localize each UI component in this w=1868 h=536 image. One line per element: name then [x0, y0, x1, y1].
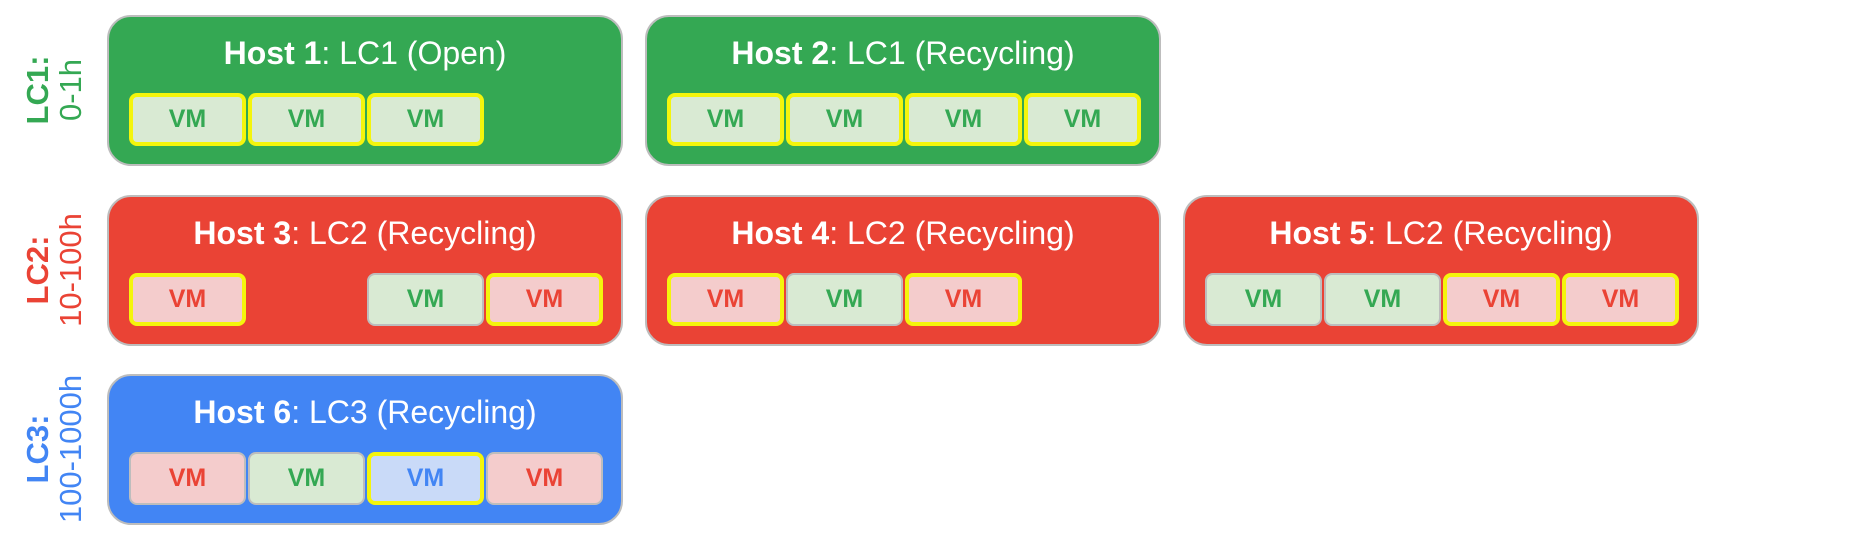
vm-green: VM [1324, 273, 1441, 326]
vm-green: VM [248, 93, 365, 146]
vm-green: VM [1024, 93, 1141, 146]
vm-red: VM [1562, 273, 1679, 326]
host-title: Host 1: LC1 (Open) [109, 35, 621, 72]
host-lifecycle-status: : LC3 (Recycling) [291, 394, 537, 430]
host-lifecycle-status: : LC1 (Open) [321, 35, 507, 71]
host-name: Host 6 [193, 394, 292, 430]
row-label-name: LC1: [20, 55, 56, 125]
row-label-name: LC3: [20, 414, 56, 484]
host-title: Host 4: LC2 (Recycling) [647, 215, 1159, 252]
vm-green: VM [129, 93, 246, 146]
vm-red: VM [486, 273, 603, 326]
vm-green: VM [905, 93, 1022, 146]
host-lifecycle-status: : LC1 (Recycling) [829, 35, 1075, 71]
host-title: Host 6: LC3 (Recycling) [109, 394, 621, 431]
vm-red: VM [129, 273, 246, 326]
vm-green: VM [786, 273, 903, 326]
host-name: Host 1 [223, 35, 322, 71]
row-label-range: 10-100h [53, 213, 88, 327]
vm-red: VM [905, 273, 1022, 326]
vm-red: VM [1443, 273, 1560, 326]
host-title: Host 2: LC1 (Recycling) [647, 35, 1159, 72]
host-name: Host 5 [1269, 215, 1368, 251]
vm-red: VM [667, 273, 784, 326]
row-label-lc2: LC2:10-100h [20, 190, 90, 350]
row-label-name: LC2: [20, 235, 56, 305]
row-label-range: 0-1h [53, 58, 88, 122]
vm-red: VM [129, 452, 246, 505]
row-label-lc3: LC3:100-1000h [20, 369, 90, 529]
host-lifecycle-status: : LC2 (Recycling) [829, 215, 1075, 251]
row-label-lc1: LC1:0-1h [20, 10, 90, 170]
vm-green: VM [367, 273, 484, 326]
vm-blue: VM [367, 452, 484, 505]
vm-red: VM [486, 452, 603, 505]
host-name: Host 2 [731, 35, 830, 71]
row-label-range: 100-1000h [53, 374, 88, 524]
host-name: Host 4 [731, 215, 830, 251]
host-name: Host 3 [193, 215, 292, 251]
host-title: Host 3: LC2 (Recycling) [109, 215, 621, 252]
vm-green: VM [1205, 273, 1322, 326]
vm-green: VM [786, 93, 903, 146]
vm-green: VM [248, 452, 365, 505]
host-title: Host 5: LC2 (Recycling) [1185, 215, 1697, 252]
host-lifecycle-status: : LC2 (Recycling) [291, 215, 537, 251]
vm-green: VM [367, 93, 484, 146]
vm-green: VM [667, 93, 784, 146]
host-lifecycle-status: : LC2 (Recycling) [1367, 215, 1613, 251]
